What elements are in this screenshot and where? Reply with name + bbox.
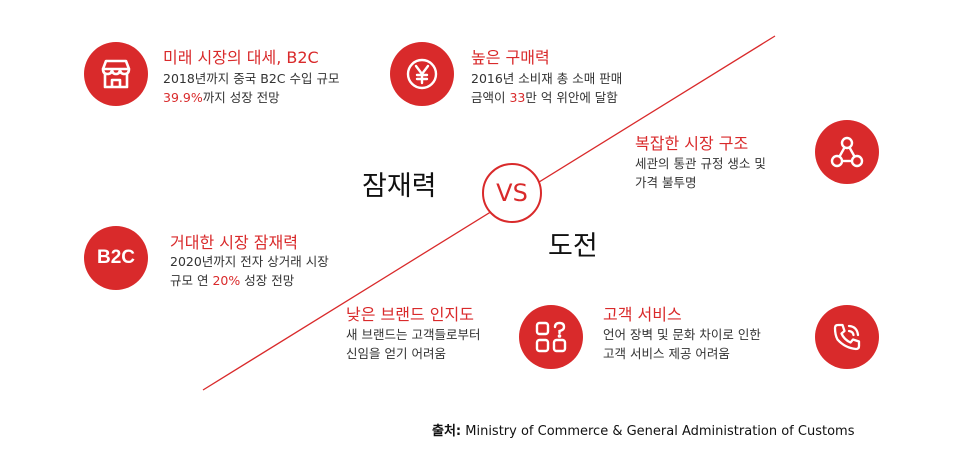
customer-service-line2: 고객 서비스 제공 어려움 — [603, 346, 730, 361]
complex-market-line1: 세관의 통관 규정 생소 및 — [635, 156, 766, 171]
customer-service-line1: 언어 장벽 및 문화 차이로 인한 — [603, 327, 761, 342]
challenge-heading: 도전 — [548, 231, 598, 262]
huge-potential-line2-rest: 성장 전망 — [240, 273, 295, 288]
low-awareness-desc: 새 브랜드는 고객들로부터 신임을 얻기 어려움 — [346, 325, 480, 363]
customer-service-desc: 언어 장벽 및 문화 차이로 인한 고객 서비스 제공 어려움 — [603, 325, 761, 363]
complex-market-line2: 가격 불투명 — [635, 175, 697, 190]
apps-question-icon — [519, 305, 583, 369]
low-awareness-title: 낮은 브랜드 인지도 — [346, 305, 474, 324]
huge-potential-line2: 규모 연 20% 성장 전망 — [170, 271, 329, 290]
purchasing-power-title: 높은 구매력 — [471, 48, 550, 67]
purchasing-power-line2-pre: 금액이 — [471, 90, 510, 105]
store-icon — [84, 42, 148, 106]
b2c-future-highlight: 39.9% — [163, 90, 203, 105]
huge-potential-line2-pre: 규모 연 — [170, 273, 213, 288]
complex-market-desc: 세관의 통관 규정 생소 및 가격 불투명 — [635, 154, 766, 192]
potential-heading: 잠재력 — [362, 171, 437, 202]
network-icon — [815, 120, 879, 184]
b2c-future-line2-rest: 까지 성장 전망 — [202, 90, 280, 105]
source-label: 출처: — [432, 424, 462, 439]
purchasing-power-line2-rest: 만 억 위안에 달함 — [525, 90, 618, 105]
phone-call-icon — [815, 305, 879, 369]
b2c-future-line2: 39.9%까지 성장 전망 — [163, 88, 339, 107]
b2c-badge-label: B2C — [96, 247, 135, 268]
huge-potential-title: 거대한 시장 잠재력 — [170, 233, 298, 252]
yen-icon — [390, 42, 454, 106]
huge-potential-line1: 2020년까지 전자 상거래 시장 — [170, 254, 329, 269]
low-awareness-line2: 신임을 얻기 어려움 — [346, 346, 446, 361]
source-text: Ministry of Commerce & General Administr… — [461, 424, 855, 439]
b2c-future-line1: 2018년까지 중국 B2C 수입 규모 — [163, 71, 340, 86]
purchasing-power-desc: 2016년 소비재 총 소매 판매 금액이 33만 억 위안에 달함 — [471, 69, 622, 107]
huge-potential-desc: 2020년까지 전자 상거래 시장 규모 연 20% 성장 전망 — [170, 252, 329, 290]
vs-label: VS — [496, 179, 528, 207]
purchasing-power-line1: 2016년 소비재 총 소매 판매 — [471, 71, 623, 86]
complex-market-title: 복잡한 시장 구조 — [635, 134, 749, 153]
vs-badge: VS — [482, 163, 542, 223]
purchasing-power-highlight: 33 — [509, 90, 526, 105]
huge-potential-highlight: 20% — [212, 273, 241, 288]
source-note: 출처: Ministry of Commerce & General Admin… — [432, 420, 854, 439]
purchasing-power-line2: 금액이 33만 억 위안에 달함 — [471, 88, 622, 107]
b2c-future-title: 미래 시장의 대세, B2C — [163, 48, 319, 67]
customer-service-title: 고객 서비스 — [603, 305, 682, 324]
b2c-badge: B2C — [84, 226, 148, 290]
low-awareness-line1: 새 브랜드는 고객들로부터 — [346, 327, 481, 342]
b2c-future-desc: 2018년까지 중국 B2C 수입 규모 39.9%까지 성장 전망 — [163, 69, 339, 107]
